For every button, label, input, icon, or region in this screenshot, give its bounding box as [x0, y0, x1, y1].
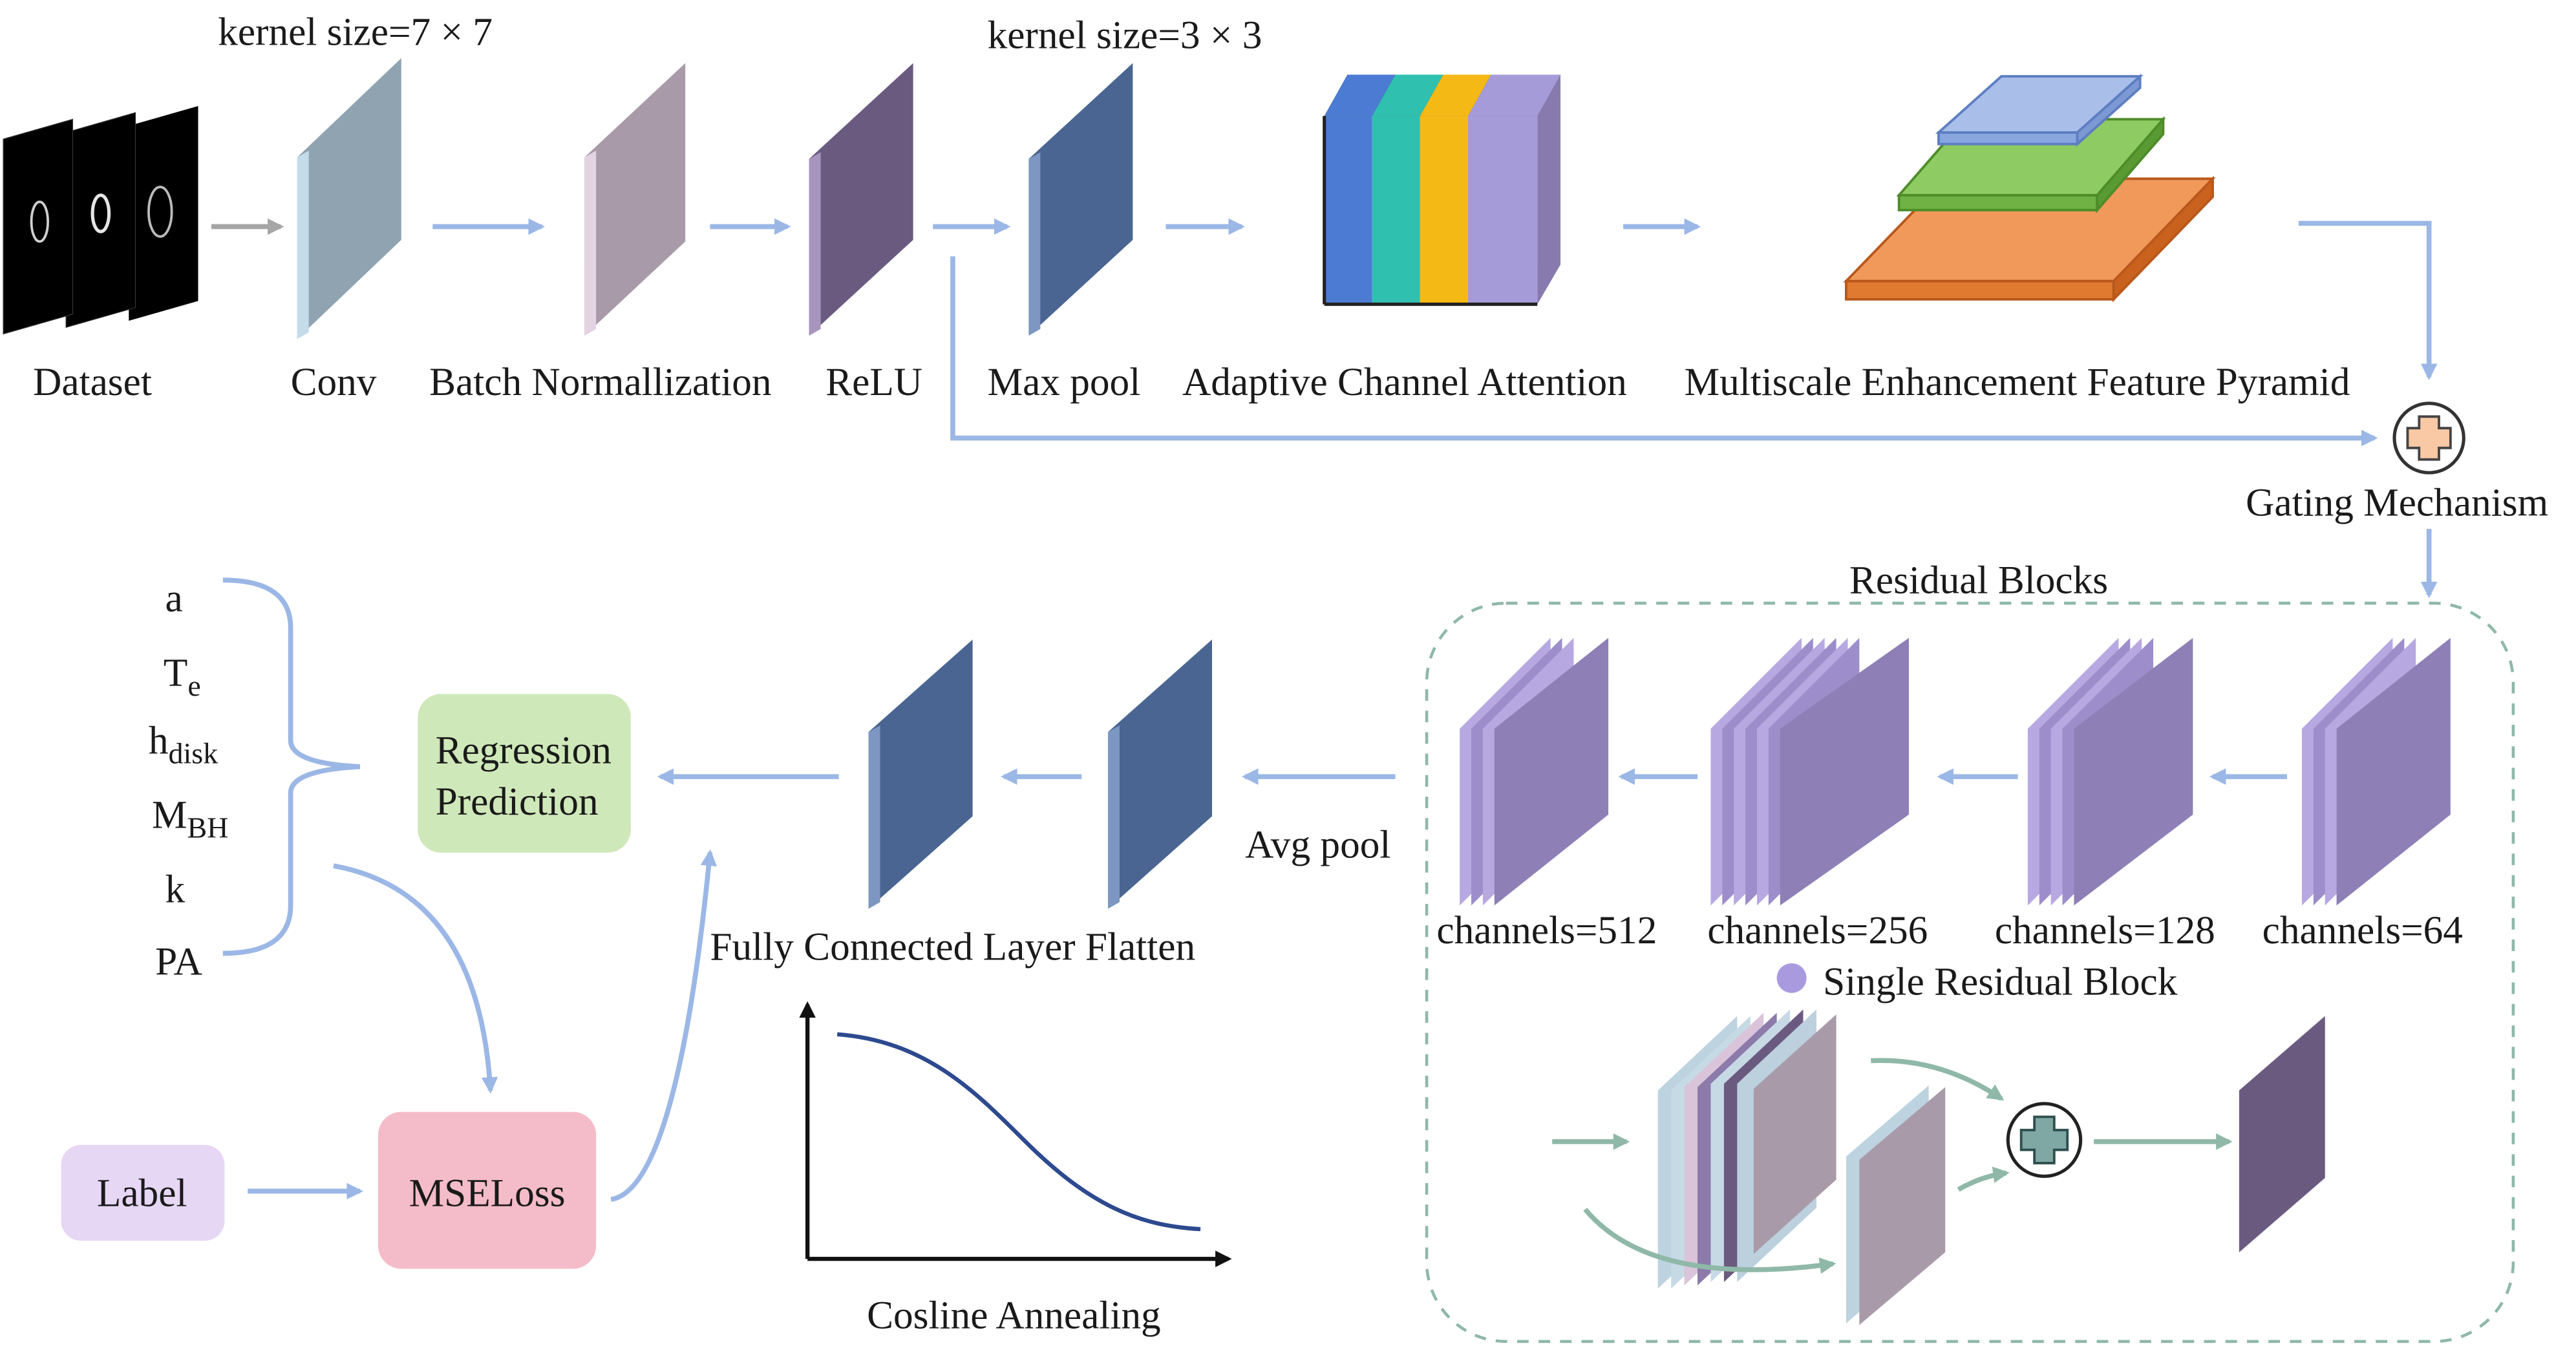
arrow-res-skip — [1583, 1207, 1836, 1274]
residual-add-icon — [2006, 1102, 2083, 1178]
dataset-images — [3, 106, 198, 335]
channels-256-label: channels=256 — [1707, 908, 1928, 952]
kernel-pool-label: kernel size=3 × 3 — [988, 14, 1262, 58]
param-k: k — [165, 867, 185, 911]
arrow-res-branch — [1957, 1166, 2010, 1192]
gating-label: Gating Mechanism — [2246, 481, 2548, 525]
batchnorm-layer — [584, 63, 686, 336]
flatten-layer — [1108, 639, 1212, 909]
cosine-curve — [836, 1032, 1201, 1232]
single-residual-detail — [1657, 1009, 2325, 1325]
conv-label: Conv — [291, 360, 377, 404]
conv-layer — [297, 58, 401, 339]
param-brace — [222, 577, 361, 956]
residual-slab — [2336, 638, 2451, 906]
cosine-plot — [799, 1001, 1232, 1267]
arrow-params-mse — [333, 863, 498, 1094]
residual-slab — [2074, 638, 2193, 906]
mse-text: MSELoss — [409, 1171, 566, 1215]
arrow-res-main — [1871, 1058, 2005, 1101]
cosine-label: Cosline Annealing — [867, 1293, 1161, 1337]
param-mbh: MBH — [152, 793, 228, 844]
param-hdisk: hdisk — [149, 718, 218, 769]
single-residual-label: Single Residual Block — [1823, 959, 2178, 1003]
residual-stack-128 — [2027, 638, 2193, 906]
channels-128-label: channels=128 — [1995, 908, 2215, 952]
dataset-label: Dataset — [33, 360, 152, 404]
legend-dot-icon — [1776, 963, 1807, 993]
arrow-mse-fc — [610, 849, 718, 1202]
param-a: a — [165, 577, 182, 621]
regression-line2: Prediction — [436, 780, 599, 824]
channels-512-label: channels=512 — [1436, 908, 1657, 952]
gating-add-icon — [2392, 402, 2465, 475]
batchnorm-label: Batch Normallization — [429, 360, 771, 404]
fc-flatten-label: Fully Connected Layer Flatten — [710, 925, 1195, 969]
feature-pyramid — [1843, 73, 2216, 303]
residual-slab — [1780, 638, 1909, 906]
residual-title: Residual Blocks — [1849, 559, 2108, 603]
kernel-conv-label: kernel size=7 × 7 — [218, 10, 493, 54]
residual-slab — [1494, 638, 1609, 906]
mse-box — [378, 1111, 597, 1269]
residual-stack-256 — [1710, 638, 1909, 906]
param-te: Te — [164, 651, 201, 702]
maxpool-label: Max pool — [988, 360, 1141, 404]
arrow-mefp-gating — [2298, 220, 2438, 381]
arrow-skip-gating — [950, 256, 2378, 447]
regression-line1: Regression — [436, 729, 612, 773]
residual-container — [1425, 601, 2515, 1344]
residual-stack-512 — [1460, 638, 1609, 906]
maxpool-layer — [1028, 63, 1133, 336]
label-box — [61, 1144, 225, 1241]
param-pa: PA — [155, 940, 202, 984]
channel-attention-block — [1323, 74, 1560, 306]
relu-label: ReLU — [825, 360, 922, 404]
residual-stack-64 — [2301, 638, 2451, 906]
avgpool-label: Avg pool — [1245, 822, 1390, 866]
fc-layer — [868, 639, 973, 909]
label-text: Label — [97, 1171, 187, 1215]
regression-box — [418, 694, 631, 853]
mefp-label: Multiscale Enhancement Feature Pyramid — [1685, 360, 2350, 404]
aca-label: Adaptive Channel Attention — [1182, 360, 1627, 404]
relu-layer — [809, 63, 913, 336]
channels-64-label: channels=64 — [2262, 908, 2463, 952]
